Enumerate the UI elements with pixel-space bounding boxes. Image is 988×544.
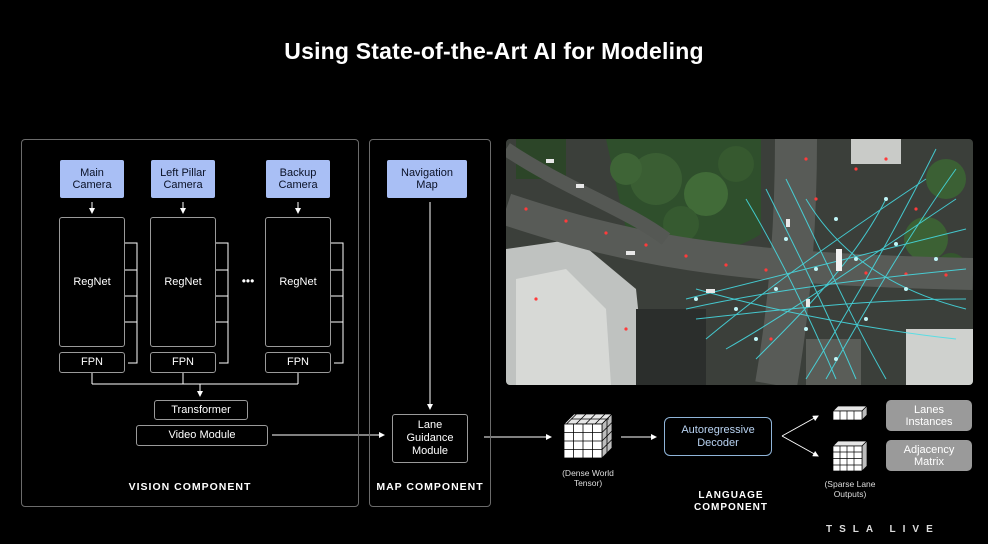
adjacency-matrix-box: Adjacency Matrix — [886, 440, 972, 471]
fpn-box-backup: FPN — [265, 352, 331, 373]
autoregressive-decoder-box: Autoregressive Decoder — [664, 417, 772, 456]
map-component-panel — [369, 139, 491, 507]
main-camera-box: Main Camera — [60, 160, 124, 198]
vision-component-panel — [21, 139, 359, 507]
ellipsis-indicator: ••• — [241, 274, 255, 288]
aerial-lane-map-image — [506, 139, 973, 385]
fpn-box-left-pillar: FPN — [150, 352, 216, 373]
dense-world-tensor-caption: (Dense World Tensor) — [562, 468, 614, 488]
fpn-box-main: FPN — [59, 352, 125, 373]
backup-camera-box: Backup Camera — [266, 160, 330, 198]
slide-title: Using State-of-the-Art AI for Modeling — [284, 38, 704, 64]
adjacency-grid-icon — [832, 440, 868, 472]
left-pillar-camera-box: Left Pillar Camera — [151, 160, 215, 198]
vision-component-label: VISION COMPONENT — [128, 481, 252, 493]
regnet-box-backup: RegNet — [265, 217, 331, 347]
lane-guidance-module-box: Lane Guidance Module — [392, 414, 468, 463]
language-component-label: LANGUAGE COMPONENT — [694, 490, 768, 513]
video-module-box: Video Module — [136, 425, 268, 446]
map-component-label: MAP COMPONENT — [376, 481, 484, 493]
tesla-live-logo: TSLA LIVE — [826, 524, 940, 535]
transformer-box: Transformer — [154, 400, 248, 420]
regnet-box-left-pillar: RegNet — [150, 217, 216, 347]
sparse-lane-outputs-caption: (Sparse Lane Outputs) — [824, 479, 876, 499]
lanes-instances-box: Lanes Instances — [886, 400, 972, 431]
navigation-map-box: Navigation Map — [387, 160, 467, 198]
dense-world-tensor-cube-icon — [563, 413, 613, 459]
lane-instances-strip-icon — [832, 405, 868, 421]
regnet-box-main: RegNet — [59, 217, 125, 347]
